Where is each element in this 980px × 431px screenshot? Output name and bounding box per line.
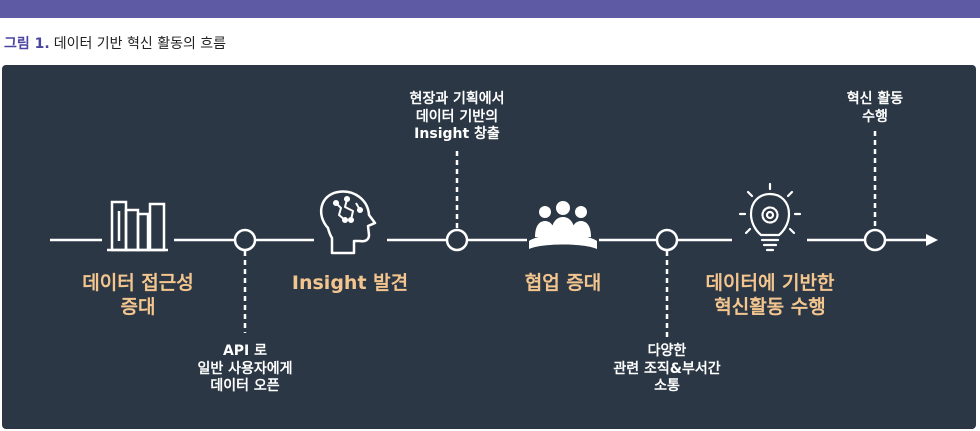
milestone-label-line: 일반 사용자에게 [197, 360, 293, 377]
arrow-head-icon [926, 234, 938, 246]
milestone-node-api-open [233, 228, 257, 252]
flow-diagram-panel: 데이터 접근성 증대 Insight 발견 협업 증대 데이터에 기반한 혁신활… [2, 65, 976, 429]
figure-number: 그림 1. [4, 36, 50, 52]
stage-label-data-access: 데이터 접근성 증대 [82, 272, 194, 320]
milestone-label-field-insight: 현장과 기획에서 데이터 기반의 Insight 창출 [409, 91, 504, 144]
brain-head-icon [319, 190, 377, 255]
stage-label-collab: 협업 증대 [525, 272, 602, 296]
milestone-label-line: 현장과 기획에서 [409, 91, 505, 107]
milestone-label-comm: 다양한 관련 조직&부서간 소통 [613, 343, 720, 396]
header-bar [0, 0, 980, 18]
milestone-node-field-insight [445, 228, 469, 252]
stage-label-line: 혁신활동 수행 [714, 295, 826, 318]
stage-label-line: Insight 발견 [291, 272, 409, 294]
milestone-label-line: 소통 [654, 378, 680, 394]
milestone-label-line: 다양한 [647, 343, 687, 359]
figure-caption: 그림 1.데이터 기반 혁신 활동의 흐름 [4, 33, 226, 53]
stage-label-innovation: 데이터에 기반한 혁신활동 수행 [706, 272, 835, 320]
flow-diagram [50, 131, 938, 340]
milestone-node-innovate-act [863, 228, 887, 252]
milestone-label-line: API 로 [222, 343, 268, 359]
milestone-label-line: 데이터 기반의 [415, 108, 499, 125]
stage-label-line: 데이터에 기반한 [705, 272, 835, 294]
milestone-label-line: 데이터 오픈 [210, 378, 280, 394]
stage-label-line: 증대 [120, 295, 156, 318]
milestone-label-line: 혁신 활동 [846, 91, 904, 107]
milestone-label-api-open: API 로 일반 사용자에게 데이터 오픈 [197, 343, 292, 396]
milestone-label-innovate-act: 혁신 활동 수행 [847, 91, 903, 126]
books-icon [107, 200, 168, 252]
milestone-node-comm [655, 228, 679, 252]
lightbulb-gear-icon [738, 182, 802, 252]
team-meeting-icon [529, 201, 597, 249]
milestone-label-line: Insight 창출 [414, 126, 500, 142]
milestone-label-line: 수행 [862, 108, 888, 125]
milestone-label-line: 관련 조직&부서간 [613, 360, 721, 377]
stage-label-line: 데이터 접근성 [82, 272, 194, 294]
stage-label-line: 협업 증대 [524, 272, 602, 294]
figure-title: 데이터 기반 혁신 활동의 흐름 [53, 36, 227, 52]
stage-label-insight: Insight 발견 [292, 272, 408, 296]
